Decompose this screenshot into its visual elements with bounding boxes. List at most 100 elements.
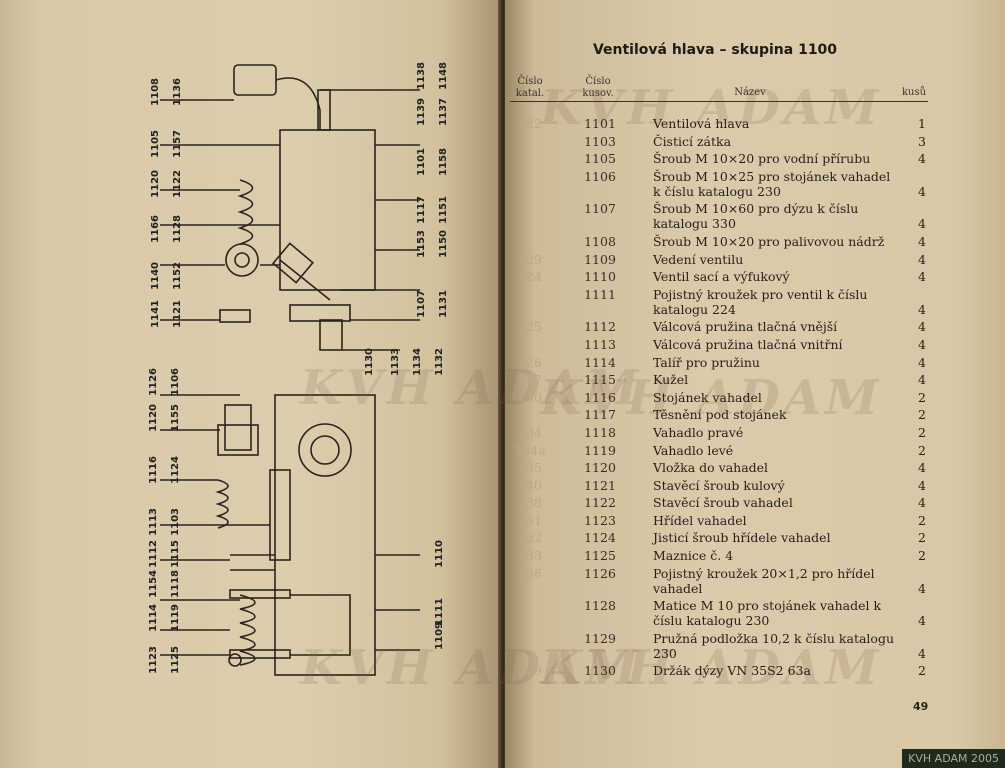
catalog-number: 238 [518, 495, 542, 511]
part-number: 1101 [584, 116, 616, 131]
diagram-label: 1136 [172, 78, 183, 106]
diagram-label: 1124 [170, 456, 181, 484]
drawing-pipe-bend [275, 77, 321, 130]
part-number: 1115 [584, 372, 616, 388]
diagram-label: 1110 [434, 540, 445, 568]
catalog-number: 234 [518, 424, 542, 440]
quantity: 4 [918, 645, 926, 661]
diagram-label: 1114 [148, 604, 159, 632]
quantity: 4 [918, 354, 926, 370]
part-name: Pružná podložka 10,2 k číslu katalogu 23… [653, 630, 895, 661]
drawing-spring-top [237, 179, 254, 245]
right-page [505, 0, 1005, 768]
watermark: KVH ADAM [300, 640, 643, 696]
drawing-rocker-eye [225, 243, 259, 277]
diagram-label: 1137 [438, 98, 449, 126]
watermark: KVH ADAM [540, 370, 883, 426]
diagram-label: 1139 [416, 98, 427, 126]
diagram-label: 1150 [438, 230, 449, 258]
part-number: 1108 [584, 233, 616, 249]
diagram-label: 1113 [148, 508, 159, 536]
part-number: 1126 [584, 565, 616, 581]
diagram-label: 1121 [172, 300, 183, 328]
part-number: 1119 [584, 442, 616, 458]
diagram-label: 1152 [172, 262, 183, 290]
diagram-label: 1101 [416, 148, 427, 176]
quantity: 2 [918, 407, 926, 423]
quantity: 4 [918, 372, 926, 388]
watermark: KVH ADAM [540, 640, 883, 696]
watermark: KVH ADAM [300, 360, 643, 416]
drawing-valve-spring [239, 594, 256, 666]
part-name: Šroub M 10×60 pro dýzu k číslu katalogu … [653, 201, 859, 232]
part-number: 1121 [584, 477, 616, 493]
quantity: 4 [918, 336, 926, 352]
diagram-label: 1119 [170, 604, 181, 632]
part-name: Stavěcí šroub vahadel [653, 495, 793, 511]
diagram-label: 1118 [170, 570, 181, 598]
book-gutter [498, 0, 508, 768]
part-number: 1114 [584, 354, 616, 370]
part-number: 1130 [584, 663, 616, 679]
quantity: 1 [918, 116, 926, 131]
diagram-label: 1148 [438, 62, 449, 90]
diagram-label: 1155 [170, 404, 181, 432]
diagram-label: 1154 [148, 570, 159, 598]
part-number: 1105 [584, 151, 616, 167]
diagram-label: 1158 [438, 148, 449, 176]
catalog-number: 329 [518, 663, 542, 679]
catalog-number: 231 [518, 512, 542, 528]
part-number: 1116 [584, 389, 616, 405]
part-name: Ventil sací a výfukový [653, 269, 790, 285]
drawing-pipe [233, 64, 277, 96]
quantity: 2 [918, 663, 926, 679]
diagram-label: 1126 [148, 368, 159, 396]
column-header-katal: Číslo katal. [515, 76, 545, 99]
catalog-number: 236 [518, 565, 542, 581]
catalog-number: 225 [518, 319, 542, 335]
quantity: 4 [918, 183, 926, 199]
source-stamp: KVH ADAM 2005 [902, 749, 1005, 768]
quantity: 4 [918, 301, 926, 317]
column-header-nazev: Název [734, 87, 766, 98]
part-name: Válcová pružina tlačná vnitřní [653, 336, 843, 352]
catalog-number: 224 [518, 269, 542, 285]
part-number: 1129 [584, 630, 616, 646]
part-name: Čisticí zátka [653, 133, 732, 149]
part-number: 1112 [584, 319, 616, 335]
quantity: 2 [918, 512, 926, 528]
watermark: KVH ADAM [540, 80, 883, 136]
catalog-number: 235 [518, 460, 542, 476]
part-name: Šroub M 10×20 pro vodní přírubu [653, 151, 871, 167]
part-name: Vedení ventilu [653, 251, 744, 267]
part-number: 1122 [584, 495, 616, 511]
part-name: Hřídel vahadel [653, 512, 747, 528]
drawing-nozzle-line [279, 259, 331, 301]
diagram-label: 1105 [150, 130, 161, 158]
diagram-label: 1120 [150, 170, 161, 198]
diagram-label: 1151 [438, 196, 449, 224]
part-name: Kužel [653, 372, 689, 388]
catalog-number: 222 [518, 116, 542, 131]
part-number: 1110 [584, 269, 616, 285]
quantity: 4 [918, 319, 926, 335]
diagram-label: 1141 [150, 300, 161, 328]
diagram-label: 1153 [416, 230, 427, 258]
part-number: 1124 [584, 530, 616, 546]
part-name: Vložka do vahadel [653, 460, 769, 476]
column-header-kusu: kusů [901, 87, 927, 98]
diagram-label: 1122 [172, 170, 183, 198]
